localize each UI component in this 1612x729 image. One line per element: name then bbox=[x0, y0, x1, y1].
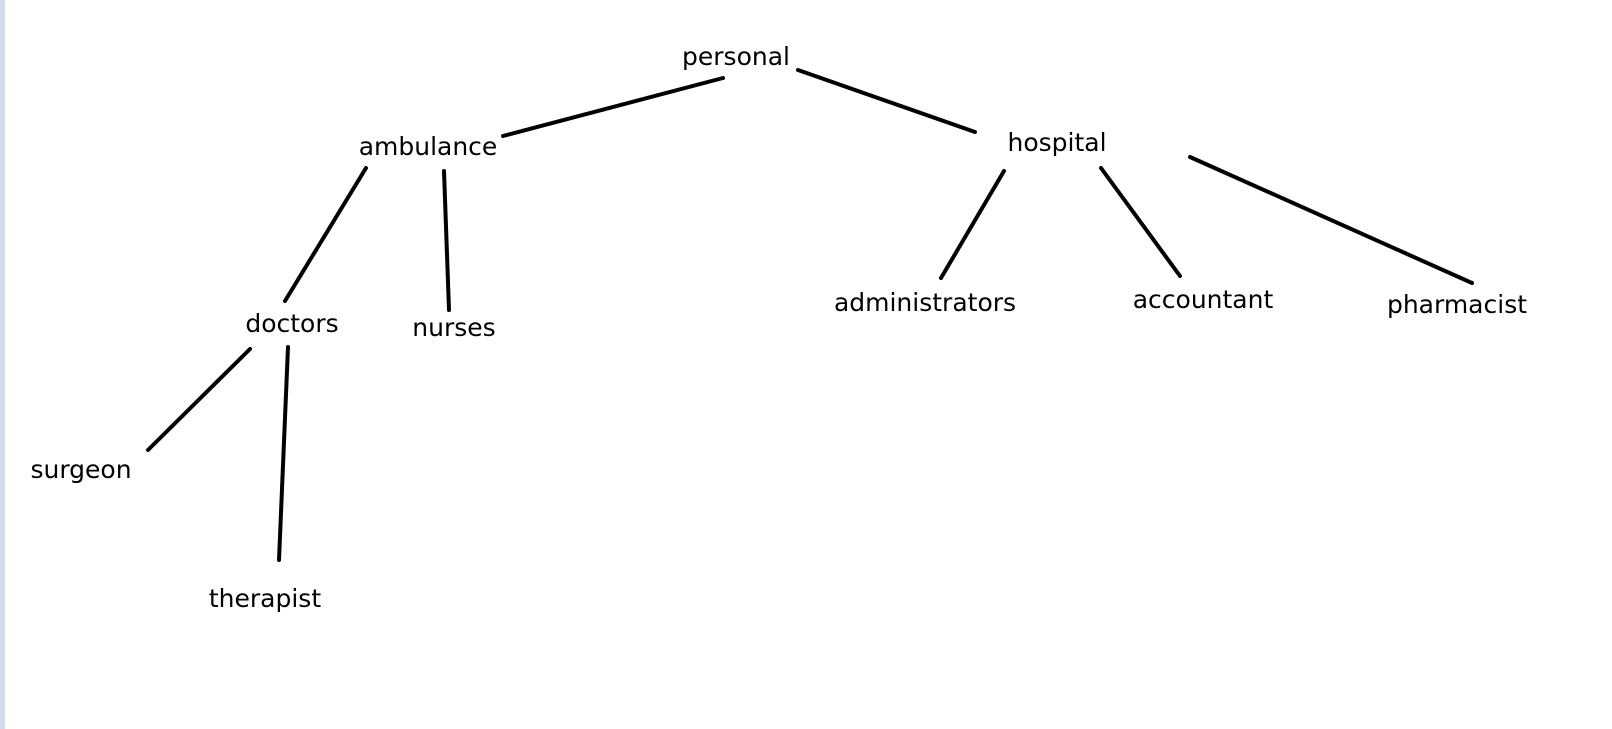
edge-doctors-therapist bbox=[277, 345, 290, 562]
edge-ambulance-nurses bbox=[442, 169, 451, 312]
node-personal: personal bbox=[682, 42, 790, 71]
node-accountant: accountant bbox=[1132, 285, 1274, 314]
edge-doctors-surgeon bbox=[146, 347, 252, 452]
node-hospital: hospital bbox=[1007, 128, 1107, 157]
edge-hospital-administrators bbox=[939, 169, 1006, 280]
edge-personal-ambulance bbox=[501, 76, 725, 138]
node-pharmacist: pharmacist bbox=[1386, 290, 1528, 319]
node-therapist: therapist bbox=[208, 584, 322, 613]
edge-hospital-accountant bbox=[1099, 166, 1182, 278]
node-administrators: administrators bbox=[833, 288, 1017, 317]
node-doctors: doctors bbox=[245, 309, 339, 338]
node-ambulance: ambulance bbox=[358, 132, 498, 161]
edge-ambulance-doctors bbox=[283, 166, 368, 303]
edge-hospital-pharmacist bbox=[1188, 155, 1474, 285]
node-surgeon: surgeon bbox=[30, 455, 132, 484]
node-nurses: nurses bbox=[412, 313, 496, 342]
edge-personal-hospital bbox=[796, 68, 977, 134]
left-edge-strip bbox=[0, 0, 5, 729]
